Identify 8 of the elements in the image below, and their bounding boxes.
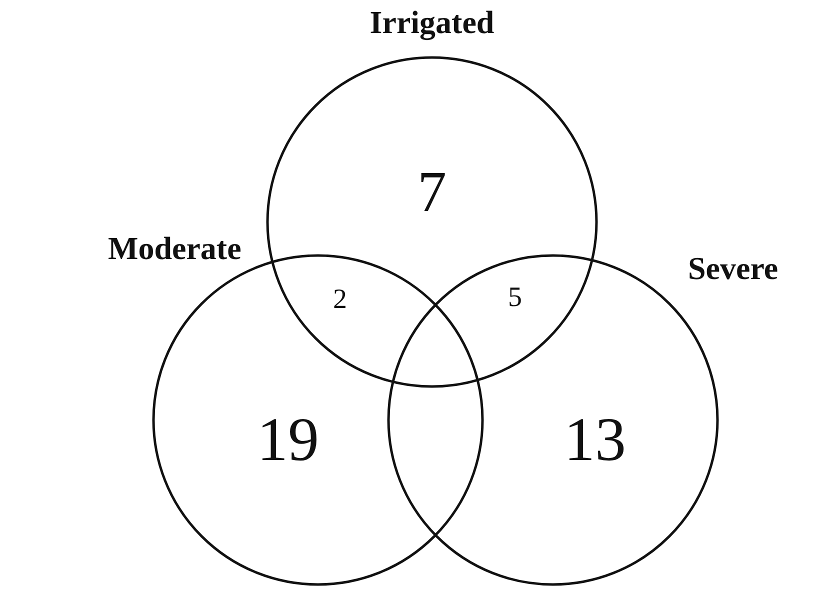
region-count: 5 (508, 284, 522, 312)
region-count: 19 (257, 409, 319, 471)
region-count: 2 (333, 286, 347, 314)
set-label: Moderate (108, 230, 242, 267)
set-label: Severe (688, 250, 778, 287)
region-count: 13 (564, 409, 626, 471)
set-label: Irrigated (370, 4, 494, 41)
region-count: 7 (418, 163, 446, 221)
